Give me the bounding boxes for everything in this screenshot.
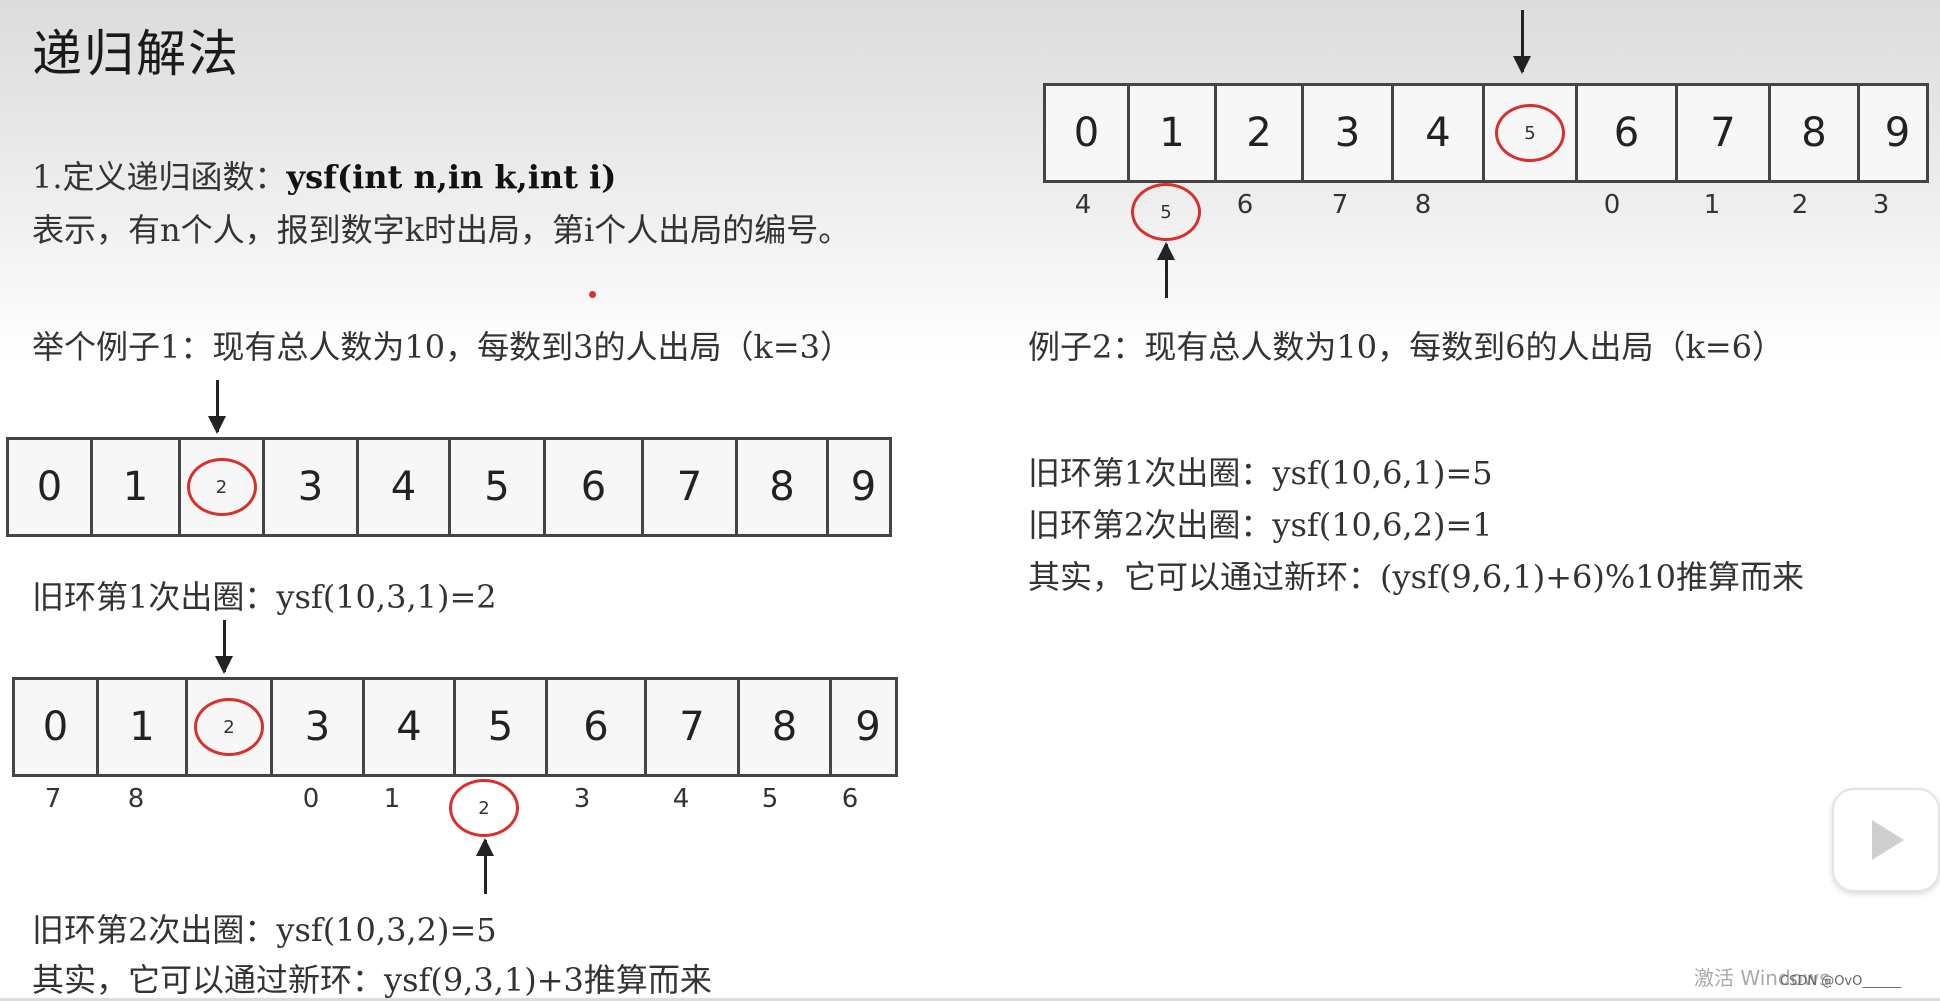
arrow-down-icon (215, 620, 233, 674)
cell: 7 (1678, 86, 1771, 180)
new-index: 4 (672, 784, 690, 814)
cell: 8 (738, 440, 829, 534)
new-index: 8 (127, 784, 145, 814)
cell: 0 (15, 680, 99, 774)
cell: 6 (546, 440, 644, 534)
cell: 9 (1884, 110, 1911, 156)
example1-row2: 0 1 2 3 4 5 6 7 8 9 (12, 677, 898, 777)
arrow-down-icon (208, 380, 226, 434)
example1-line2: 旧环第2次出圈：ysf(10,3,2)=5 (32, 911, 497, 949)
circled-number: 5 (1495, 104, 1565, 162)
new-index: 7 (44, 784, 62, 814)
cell-eliminated: 2 (188, 680, 273, 774)
example1-label: 举个例子1：现有总人数为10，每数到3的人出局（k=3） (32, 328, 853, 366)
arrow-up-icon (476, 838, 494, 894)
cell: 4 (1394, 86, 1485, 180)
new-index: 0 (1603, 190, 1621, 220)
cell: 2 (1217, 86, 1304, 180)
activate-windows-watermark: 激活 Windows (1694, 966, 1830, 990)
cell: 4 (359, 440, 451, 534)
cell: 1 (1130, 86, 1217, 180)
new-index: 6 (1236, 190, 1254, 220)
example1-new-index-row: 7 8 0 1 3 4 5 6 (0, 784, 900, 824)
new-index: 6 (841, 784, 859, 814)
cell: 1 (93, 440, 181, 534)
example1-line3: 其实，它可以通过新环：ysf(9,3,1)+3推算而来 (32, 961, 712, 999)
example1-row1: 0 1 2 3 4 5 6 7 8 9 (6, 437, 892, 537)
cell: 0 (9, 440, 93, 534)
new-index: 1 (383, 784, 401, 814)
new-index: 3 (573, 784, 591, 814)
cell: 5 (456, 680, 548, 774)
circled-number: 2 (194, 698, 264, 756)
cell: 5 (451, 440, 546, 534)
new-index: 7 (1331, 190, 1349, 220)
example2-line2: 旧环第2次出圈：ysf(10,6,2)=1 (1028, 506, 1493, 544)
new-index: 0 (302, 784, 320, 814)
function-signature: ysf(int n,in k,int i) (286, 158, 617, 196)
cell: 3 (1304, 86, 1394, 180)
cell: 9 (850, 464, 877, 510)
cell: 3 (273, 680, 365, 774)
cell: 8 (1771, 86, 1860, 180)
cell: 8 (740, 680, 832, 774)
cell: 3 (265, 440, 359, 534)
cursor-dot (589, 291, 596, 298)
new-index: 2 (1791, 190, 1809, 220)
csdn-credit: CSDN @OvO______ (1780, 974, 1902, 989)
cell-eliminated: 2 (181, 440, 265, 534)
cell: 0 (1046, 86, 1130, 180)
play-icon[interactable] (1832, 788, 1940, 892)
new-index: 3 (1872, 190, 1890, 220)
example2-line1: 旧环第1次出圈：ysf(10,6,1)=5 (1028, 454, 1493, 492)
cell: 1 (99, 680, 188, 774)
circled-number: 5 (1131, 183, 1201, 241)
example2-row: 0 1 2 3 4 5 6 7 8 9 (1043, 83, 1929, 183)
arrow-down-icon (1513, 10, 1531, 74)
new-index: 1 (1703, 190, 1721, 220)
cell-eliminated: 5 (1485, 86, 1578, 180)
new-index: 4 (1074, 190, 1092, 220)
circled-number: 2 (186, 458, 257, 516)
definition-prefix: 1.定义递归函数： (32, 158, 287, 196)
definition-line: 1.定义递归函数：ysf(int n,in k,int i) (32, 152, 616, 198)
cell: 9 (855, 704, 881, 750)
cell: 4 (365, 680, 456, 774)
example2-label: 例子2：现有总人数为10，每数到6的人出局（k=6） (1028, 328, 1785, 366)
cell: 6 (1578, 86, 1678, 180)
example1-line1: 旧环第1次出圈：ysf(10,3,1)=2 (32, 578, 497, 616)
cell: 6 (548, 680, 647, 774)
example2-line3: 其实，它可以通过新环：(ysf(9,6,1)+6)%10推算而来 (1028, 558, 1805, 596)
circled-number: 2 (449, 779, 519, 837)
example2-new-index-row: 4 6 7 8 0 1 2 3 (1000, 190, 1930, 230)
new-index: 5 (761, 784, 779, 814)
cell: 7 (644, 440, 738, 534)
page-title: 递归解法 (32, 25, 240, 83)
cell: 7 (647, 680, 740, 774)
definition-description: 表示，有n个人，报到数字k时出局，第i个人出局的编号。 (32, 211, 851, 249)
new-index: 8 (1414, 190, 1432, 220)
arrow-up-icon (1157, 242, 1175, 298)
